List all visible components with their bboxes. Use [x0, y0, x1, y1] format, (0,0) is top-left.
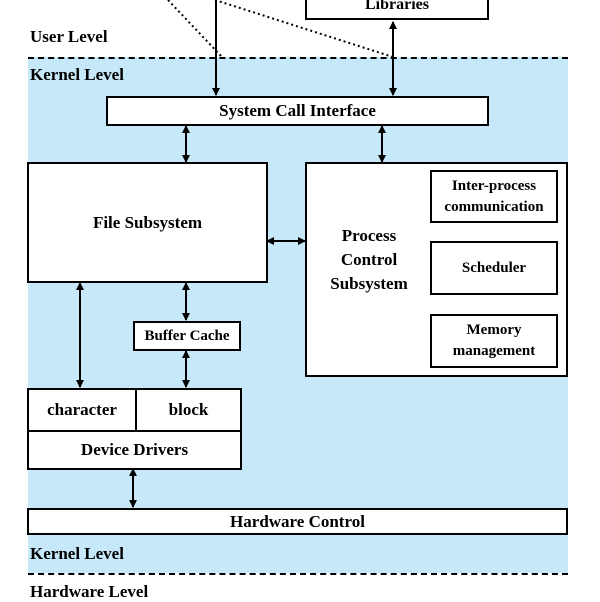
process-control-line-3: Subsystem [330, 273, 408, 293]
user-level-label: User Level [30, 27, 108, 46]
hardware-control-label: Hardware Control [230, 511, 365, 531]
device-drivers-box: character block Device Drivers [27, 388, 242, 470]
memory-line-1: Memory [466, 322, 522, 338]
hardware-control-box: Hardware Control [27, 508, 568, 535]
hardware-level-label: Hardware Level [30, 582, 149, 601]
buffer-cache-label: Buffer Cache [144, 327, 230, 344]
block-label: block [168, 400, 209, 419]
ipc-line-1: Inter-process [451, 177, 537, 194]
character-driver-cell: character [29, 390, 137, 430]
buffer-cache-box: Buffer Cache [133, 321, 241, 351]
memory-management-box: Memory management [430, 314, 558, 368]
device-drivers-cell: Device Drivers [29, 432, 240, 468]
kernel-level-label-top: Kernel Level [30, 65, 124, 84]
process-control-label: Process Control Subsystem [307, 224, 431, 296]
memory-line-2: management [452, 343, 536, 359]
libraries-box: Libraries [305, 0, 489, 20]
driver-types-row: character block [29, 390, 240, 432]
file-subsystem-label: File Subsystem [92, 212, 203, 232]
system-call-interface-label: System Call Interface [219, 101, 376, 120]
dotted-link-right [214, 0, 394, 58]
process-control-line-2: Control [340, 249, 398, 269]
file-subsystem-box: File Subsystem [27, 162, 268, 283]
ipc-box: Inter-process communication [430, 170, 558, 223]
block-driver-cell: block [137, 390, 240, 430]
dotted-link-left [167, 0, 223, 58]
kernel-level-label-bottom: Kernel Level [30, 544, 124, 563]
device-drivers-label: Device Drivers [80, 440, 189, 459]
ipc-line-2: communication [444, 198, 544, 215]
scheduler-box: Scheduler [430, 241, 558, 295]
process-control-line-1: Process [341, 225, 397, 245]
user-kernel-boundary [28, 57, 568, 59]
kernel-hardware-boundary [28, 573, 568, 575]
libraries-label: Libraries [365, 0, 429, 13]
scheduler-label: Scheduler [461, 259, 527, 276]
system-call-interface-box: System Call Interface [106, 96, 489, 126]
character-label: character [47, 400, 117, 419]
